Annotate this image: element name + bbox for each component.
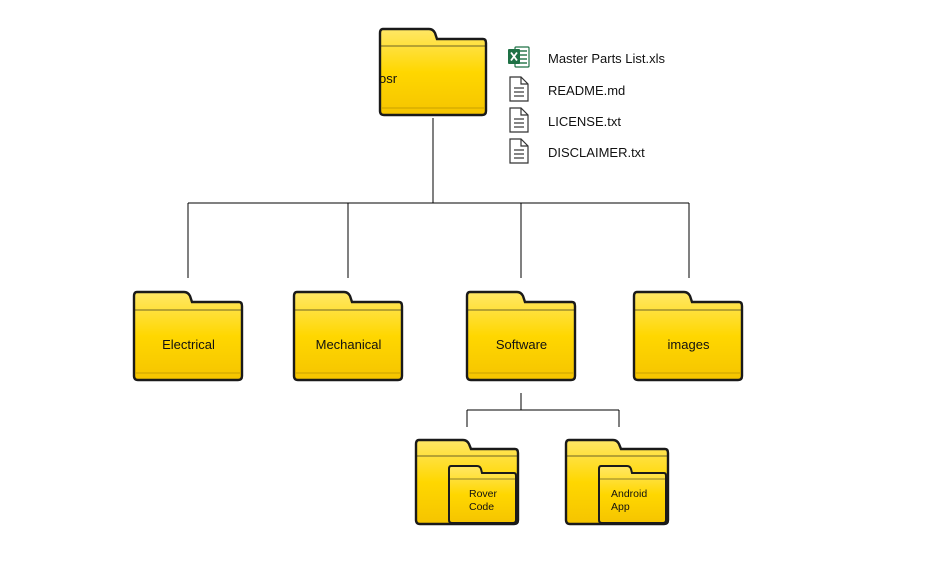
folder-software[interactable]: Software (465, 290, 577, 382)
folder-mechanical[interactable]: Mechanical (292, 290, 404, 382)
folder-osr[interactable]: osr (378, 27, 488, 117)
folder-label: Mechanical (315, 337, 382, 352)
folder-icon (292, 290, 404, 382)
folder-rover-code[interactable]: Rover Code (414, 438, 520, 526)
excel-file-icon (508, 46, 530, 68)
file-name: Master Parts List.xls (548, 51, 666, 66)
document-file-icon (509, 107, 529, 133)
document-file-icon (509, 138, 529, 164)
file-item[interactable]: DISCLAIMER.txt (508, 138, 768, 164)
document-file-icon (509, 76, 529, 102)
file-name: README.md (548, 83, 626, 98)
folder-label: Electrical (162, 337, 215, 352)
folder-icon (378, 27, 488, 117)
folder-icon (132, 290, 244, 382)
subfolder-label-line1: Rover (469, 488, 498, 500)
nested-folder-icon (414, 438, 520, 526)
folder-label: osr (379, 71, 398, 86)
subfolder-label-line2: App (611, 501, 630, 513)
file-item[interactable]: README.md (508, 76, 768, 102)
folder-icon (632, 290, 744, 382)
folder-icon (465, 290, 577, 382)
folder-images[interactable]: images (632, 290, 744, 382)
subfolder-label: Android App (611, 488, 647, 514)
subfolder-label: Rover Code (469, 488, 497, 514)
file-item[interactable]: LICENSE.txt (508, 107, 768, 133)
folder-label: Software (495, 337, 548, 352)
subfolder-label-line2: Code (469, 501, 495, 513)
folder-label: images (667, 337, 710, 352)
file-item[interactable]: Master Parts List.xls (508, 44, 768, 70)
folder-electrical[interactable]: Electrical (132, 290, 244, 382)
subfolder-label-line1: Android (611, 488, 648, 500)
file-name: DISCLAIMER.txt (548, 145, 645, 160)
nested-folder-icon (564, 438, 670, 526)
file-name: LICENSE.txt (548, 114, 621, 129)
folder-android-app[interactable]: Android App (564, 438, 670, 526)
